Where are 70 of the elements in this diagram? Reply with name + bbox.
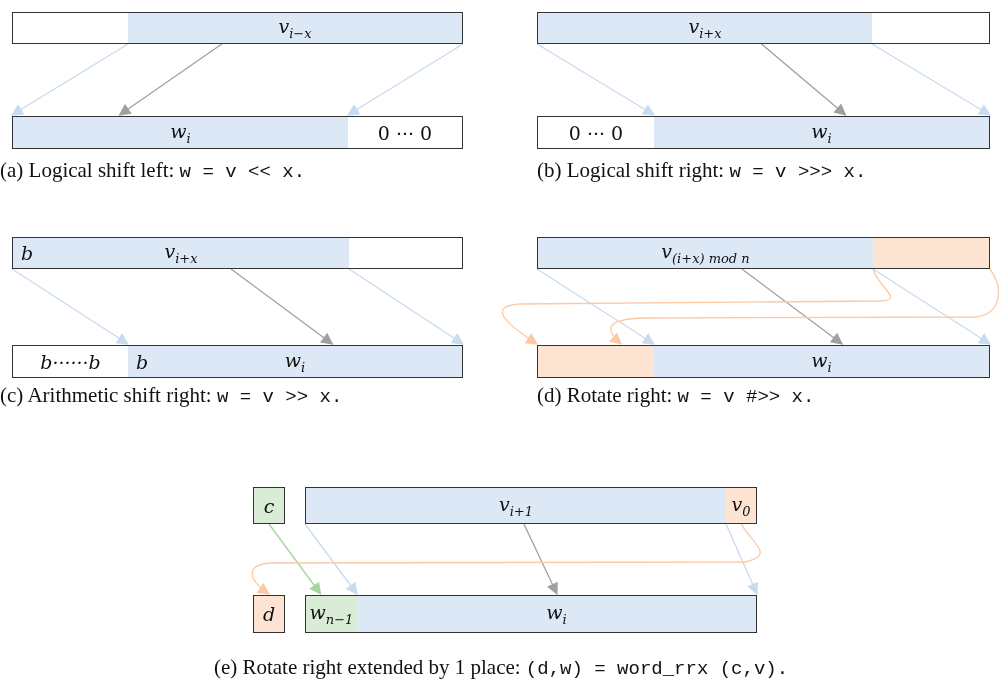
- arrow: [741, 268, 844, 345]
- math-label: v$_{(i+x) mod n}$: [661, 240, 750, 266]
- bit-segment: [654, 116, 990, 149]
- math-label: w$_{i}$: [811, 119, 832, 146]
- bit-segment: [537, 345, 654, 378]
- math-label: 0 ··· 0: [568, 121, 624, 144]
- arrow: [118, 43, 223, 116]
- bit-segment: [726, 487, 757, 524]
- math-label: w$_{i}$: [811, 348, 832, 375]
- math-label: v$_{0}$: [731, 492, 751, 519]
- math-label: c: [263, 494, 275, 517]
- math-label: v$_{i+x}$: [688, 15, 722, 41]
- bit-segment: [349, 237, 463, 269]
- bit-segment: [357, 595, 757, 633]
- arrow: [11, 268, 129, 345]
- caption-text: (d) Rotate right:: [537, 383, 673, 407]
- bit-segment: [12, 12, 128, 44]
- code-snippet: w = v << x.: [179, 161, 306, 183]
- arrow: [501, 268, 892, 345]
- arrow: [536, 268, 655, 345]
- math-label: b······b: [40, 350, 101, 373]
- math-label: v$_{i−x}$: [278, 15, 312, 41]
- arrow: [11, 43, 129, 116]
- bit-segment: [128, 12, 463, 44]
- code-snippet: w = v >> x.: [216, 386, 343, 408]
- bit-segment: [348, 116, 463, 149]
- bit-segment: [305, 487, 726, 524]
- arrow: [536, 43, 656, 116]
- bit-segment: [12, 116, 348, 149]
- arrow: [251, 523, 761, 595]
- bit-segment: [873, 237, 990, 269]
- arrow: [725, 523, 759, 596]
- math-label: w$_{n−1}$: [309, 601, 354, 627]
- bit-segment: [872, 12, 990, 44]
- arrow: [609, 268, 999, 345]
- math-label: b: [21, 242, 34, 264]
- bit-segment: [305, 595, 357, 633]
- arrow: [523, 523, 558, 596]
- arrow: [872, 268, 991, 345]
- arrow: [347, 43, 464, 116]
- arrow: [760, 43, 847, 116]
- math-label: w$_{i}$: [170, 119, 191, 146]
- arrow: [871, 43, 992, 116]
- math-label: w$_{i}$: [284, 348, 306, 375]
- math-label: v$_{i+1}$: [498, 492, 534, 519]
- caption-text: (e) Rotate right extended by 1 place:: [213, 655, 521, 679]
- code-snippet: w = v >>> x.: [729, 161, 867, 183]
- bit-segment: [537, 116, 654, 149]
- bit-segment: [654, 345, 990, 378]
- math-label: 0 ··· 0: [377, 121, 433, 144]
- arrow: [348, 268, 464, 345]
- math-label: v$_{i+x}$: [164, 240, 198, 266]
- arrow: [304, 523, 358, 595]
- caption-text: (a) Logical shift left:: [0, 158, 175, 182]
- bit-segment: [537, 237, 873, 269]
- arrow: [230, 268, 334, 345]
- bit-segment: [128, 345, 463, 378]
- arrow: [268, 523, 322, 595]
- math-label: d: [262, 603, 276, 625]
- code-snippet: w = v #>> x.: [677, 386, 815, 408]
- math-label: w$_{i}$: [546, 601, 567, 627]
- bit-segment: [253, 487, 285, 524]
- code-snippet: (d,w) = word_rrx (c,v).: [525, 658, 789, 680]
- math-label: b: [136, 350, 149, 373]
- bit-segment: [12, 345, 128, 378]
- bit-segment: [537, 12, 872, 44]
- caption-text: (b) Logical shift right:: [537, 158, 725, 182]
- caption-text: (c) Arithmetic shift right:: [0, 383, 212, 407]
- bit-segment: [12, 237, 349, 269]
- bit-segment: [253, 595, 285, 633]
